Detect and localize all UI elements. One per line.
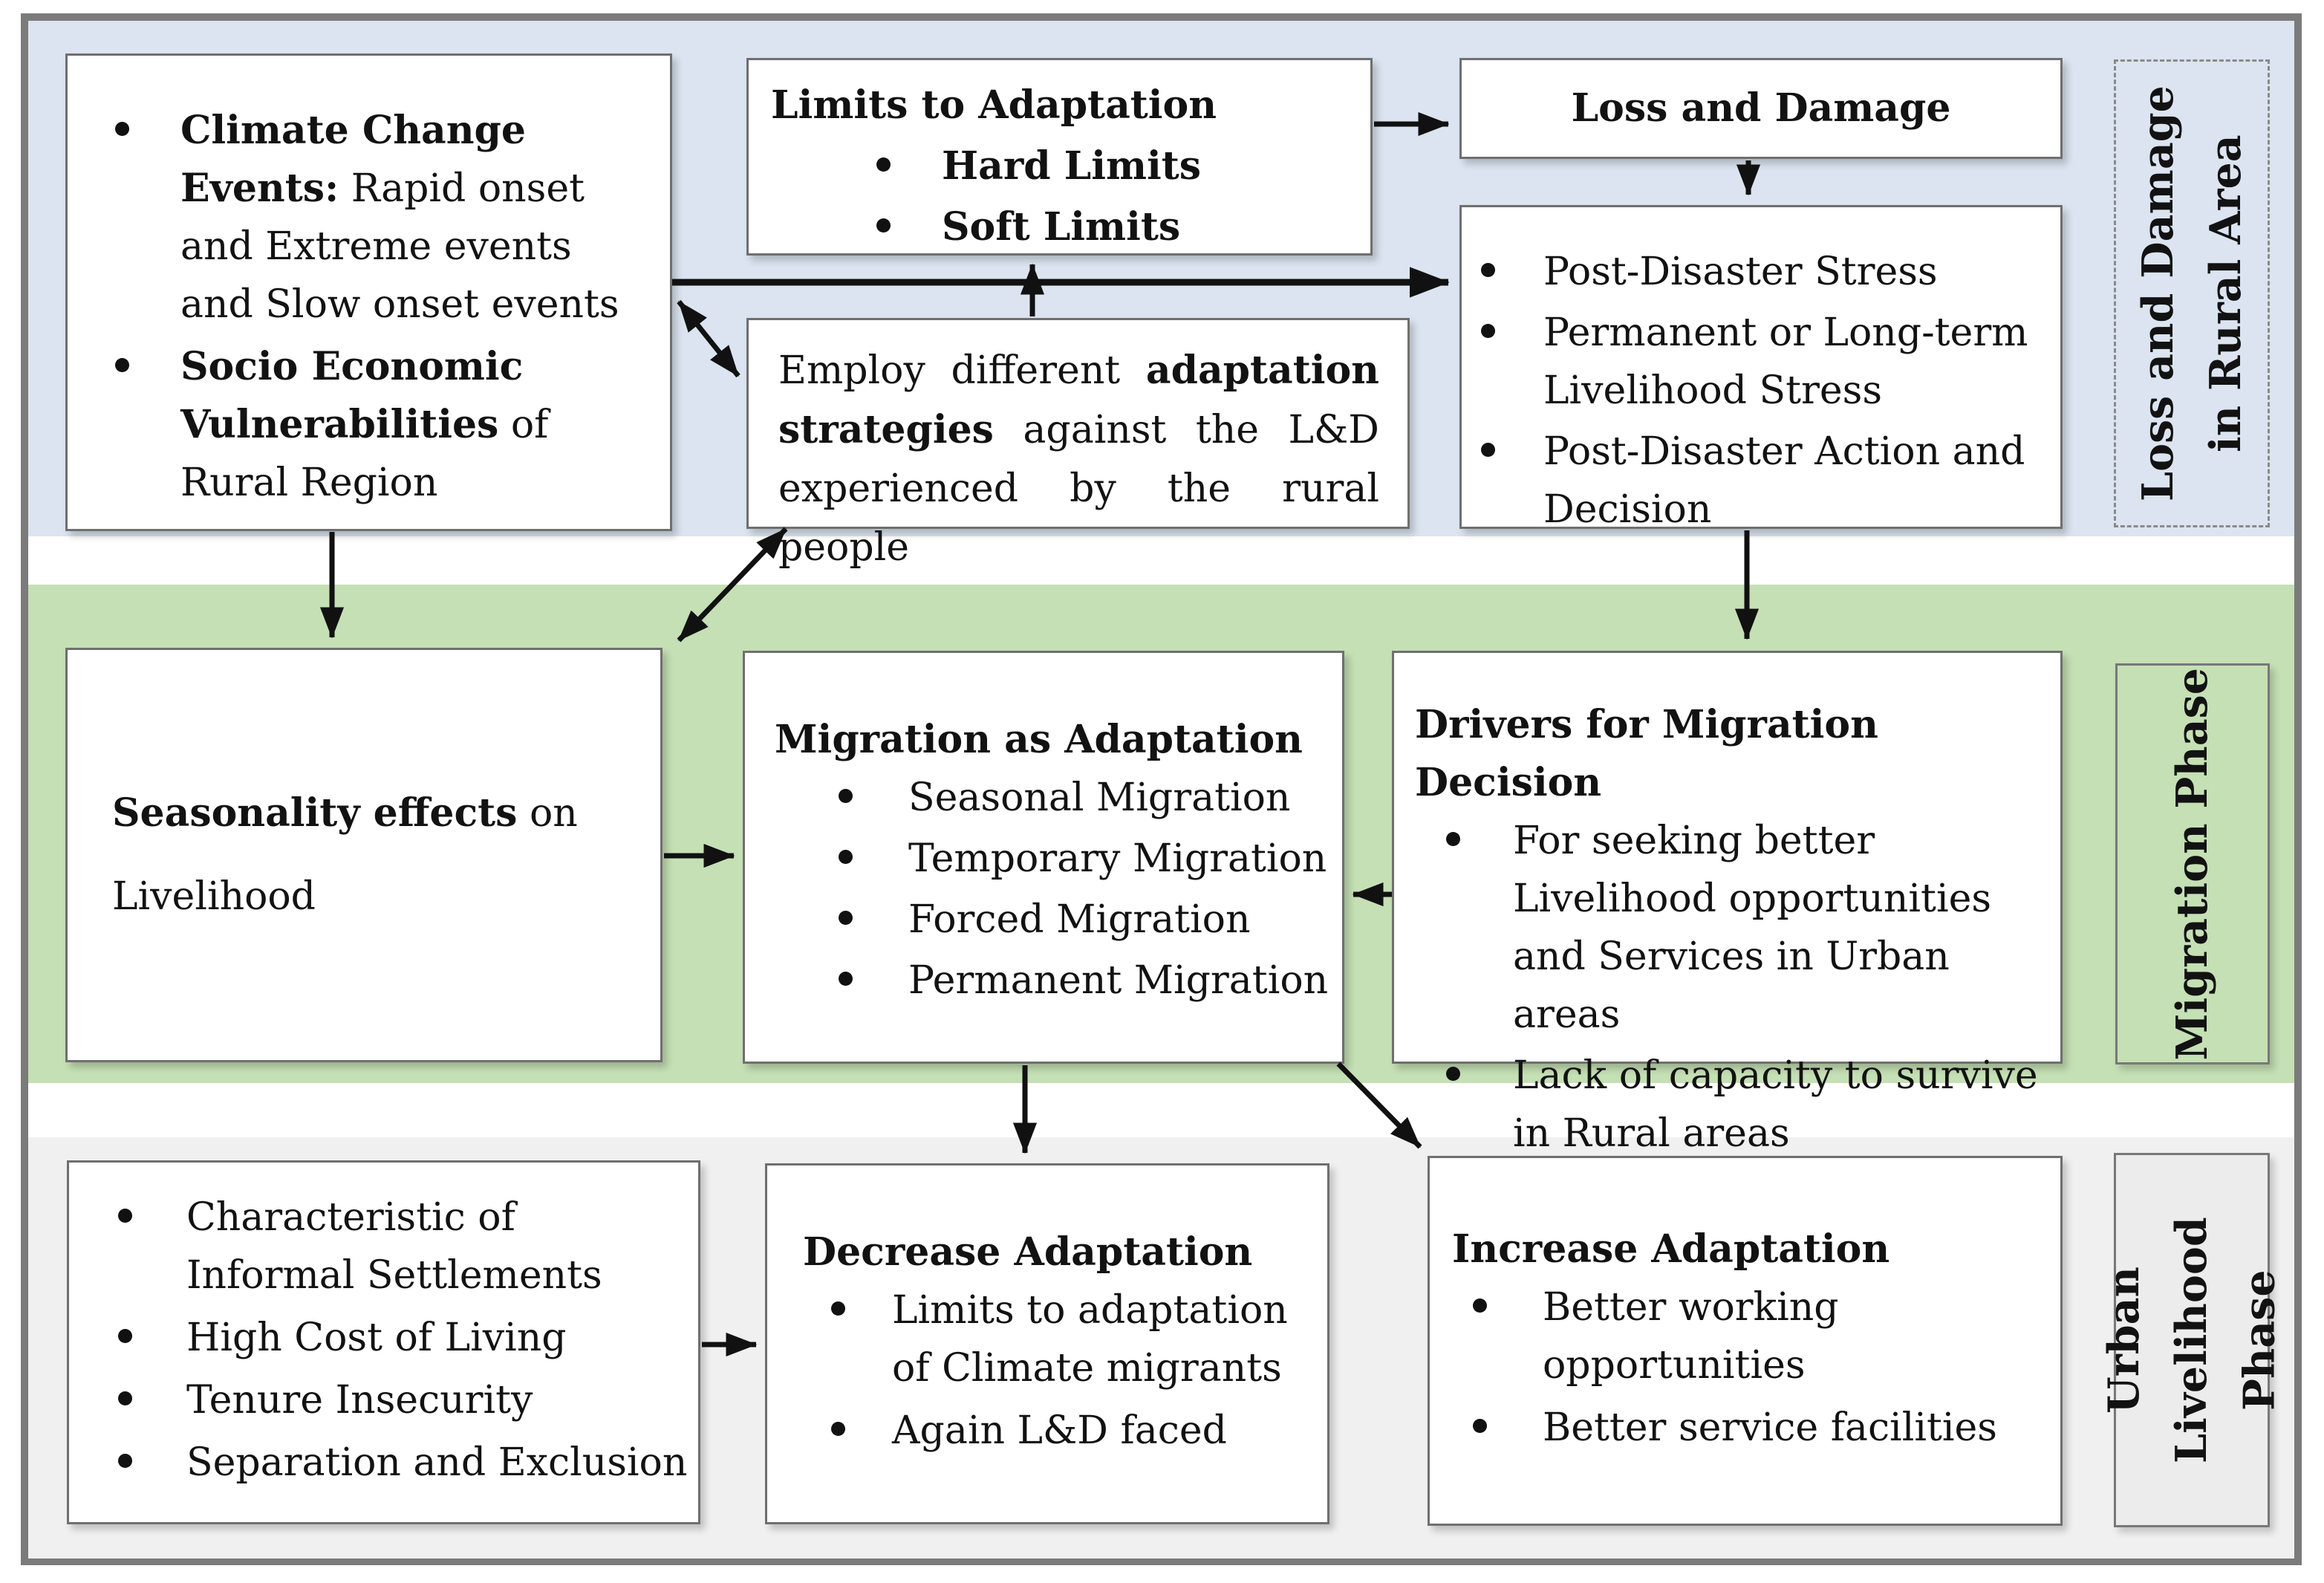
decrease-adaptation-box: Decrease Adaptation Limits to adaptation… <box>765 1163 1329 1524</box>
list-item: Temporary Migration <box>775 830 1332 888</box>
list-item: Permanent or Long-term Livelihood Stress <box>1462 304 2047 420</box>
post-disaster-list: Post-Disaster Stress Permanent or Long-t… <box>1462 243 2047 539</box>
sidebar-label: Loss and Damage in Rural Area <box>2132 85 2250 501</box>
list-item: Permanent Migration <box>775 952 1332 1010</box>
post-disaster-box: Post-Disaster Stress Permanent or Long-t… <box>1459 205 2063 532</box>
increase-adaptation-box: Increase Adaptation Better working oppor… <box>1428 1156 2063 1526</box>
box-title: Decrease Adaptation <box>803 1229 1253 1275</box>
informal-settlements-box: Characteristic of Informal Settlements H… <box>67 1160 700 1524</box>
sidebar-loss-and-damage-in-rural-area: Loss and Damage in Rural Area <box>2114 59 2270 527</box>
list-item: Better working opportunities <box>1452 1278 2053 1394</box>
sidebar-label: Migration Phase <box>2167 667 2218 1061</box>
paragraph-bold-text: Seasonality effects <box>112 790 518 836</box>
box-title: Migration as Adaptation <box>775 717 1303 762</box>
drivers-for-migration-box: Drivers for Migration Decision For seeki… <box>1392 651 2063 1156</box>
list-item: Lack of capacity to survive in Rural are… <box>1415 1047 2045 1163</box>
box-title: Loss and Damage <box>1571 85 1951 131</box>
list-item: Again L&D faced <box>803 1402 1320 1460</box>
migration-types-list: Seasonal Migration Temporary Migration F… <box>775 769 1332 1010</box>
migration-as-adaptation-box: Migration as Adaptation Seasonal Migrati… <box>743 651 1344 1064</box>
list-item: Seasonal Migration <box>775 769 1332 827</box>
informal-settlements-list: Characteristic of Informal Settlements H… <box>69 1189 691 1496</box>
list-item-bold-text: Climate Change Events: <box>180 108 526 211</box>
paragraph-text: on Livelihood <box>112 790 578 919</box>
climate-events-box: Climate Change Events: Rapid onset and E… <box>65 53 672 531</box>
paragraph-text: against the L&D experienced by the rural… <box>778 408 1379 571</box>
list-item: Soft Limits <box>771 198 1355 256</box>
box-title: Drivers for Migration Decision <box>1415 702 1878 805</box>
list-item-text: of Rural Region <box>180 403 549 505</box>
sidebar-label: Urban Livelihood Phase <box>2099 1217 2285 1463</box>
decrease-list: Limits to adaptation of Climate migrants… <box>803 1281 1320 1464</box>
seasonality-text: Seasonality effects on Livelihood <box>112 772 616 939</box>
increase-list: Better working opportunities Better serv… <box>1452 1278 2053 1461</box>
sidebar-urban-livelihood-phase: Urban Livelihood Phase <box>2099 1153 2285 1527</box>
list-item: For seeking better Livelihood opportunit… <box>1415 812 2045 1044</box>
paragraph-bold-text: adaptation strategies <box>778 348 1379 453</box>
list-item-bold-text: Socio Economic Vulnerabilities <box>180 344 524 447</box>
seasonality-box: Seasonality effects on Livelihood <box>65 648 663 1062</box>
list-item: Tenure Insecurity <box>69 1371 691 1429</box>
list-item: Socio Economic Vulnerabilities of Rural … <box>68 338 648 512</box>
list-item: Better service facilities <box>1452 1399 2053 1457</box>
list-item: Forced Migration <box>775 891 1332 949</box>
list-item: Post-Disaster Stress <box>1462 243 2047 301</box>
climate-events-list: Climate Change Events: Rapid onset and E… <box>68 102 648 512</box>
adaptation-strategies-box: Employ different adaptation strategies a… <box>746 318 1410 570</box>
list-item: Post-Disaster Action and Decision <box>1462 423 2047 539</box>
list-item: Characteristic of Informal Settlements <box>69 1189 691 1304</box>
loss-and-damage-box: Loss and Damage <box>1459 58 2063 159</box>
sidebar-migration-phase: Migration Phase <box>2115 663 2270 1064</box>
list-item: Limits to adaptation of Climate migrants <box>803 1281 1320 1397</box>
list-item: High Cost of Living <box>69 1309 691 1367</box>
list-item: Separation and Exclusion <box>69 1434 691 1492</box>
list-item-text: Rapid onset and Extreme events and Slow … <box>180 166 619 327</box>
drivers-list: For seeking better Livelihood opportunit… <box>1415 812 2045 1163</box>
paragraph-text: Employ different <box>778 348 1146 393</box>
list-item: Hard Limits <box>771 137 1355 195</box>
limits-to-adaptation-box: Limits to Adaptation Hard Limits Soft Li… <box>746 58 1373 256</box>
box-title: Increase Adaptation <box>1452 1226 1890 1272</box>
limits-list: Hard Limits Soft Limits <box>771 137 1355 256</box>
box-title: Limits to Adaptation <box>771 82 1217 128</box>
list-item: Climate Change Events: Rapid onset and E… <box>68 102 648 334</box>
